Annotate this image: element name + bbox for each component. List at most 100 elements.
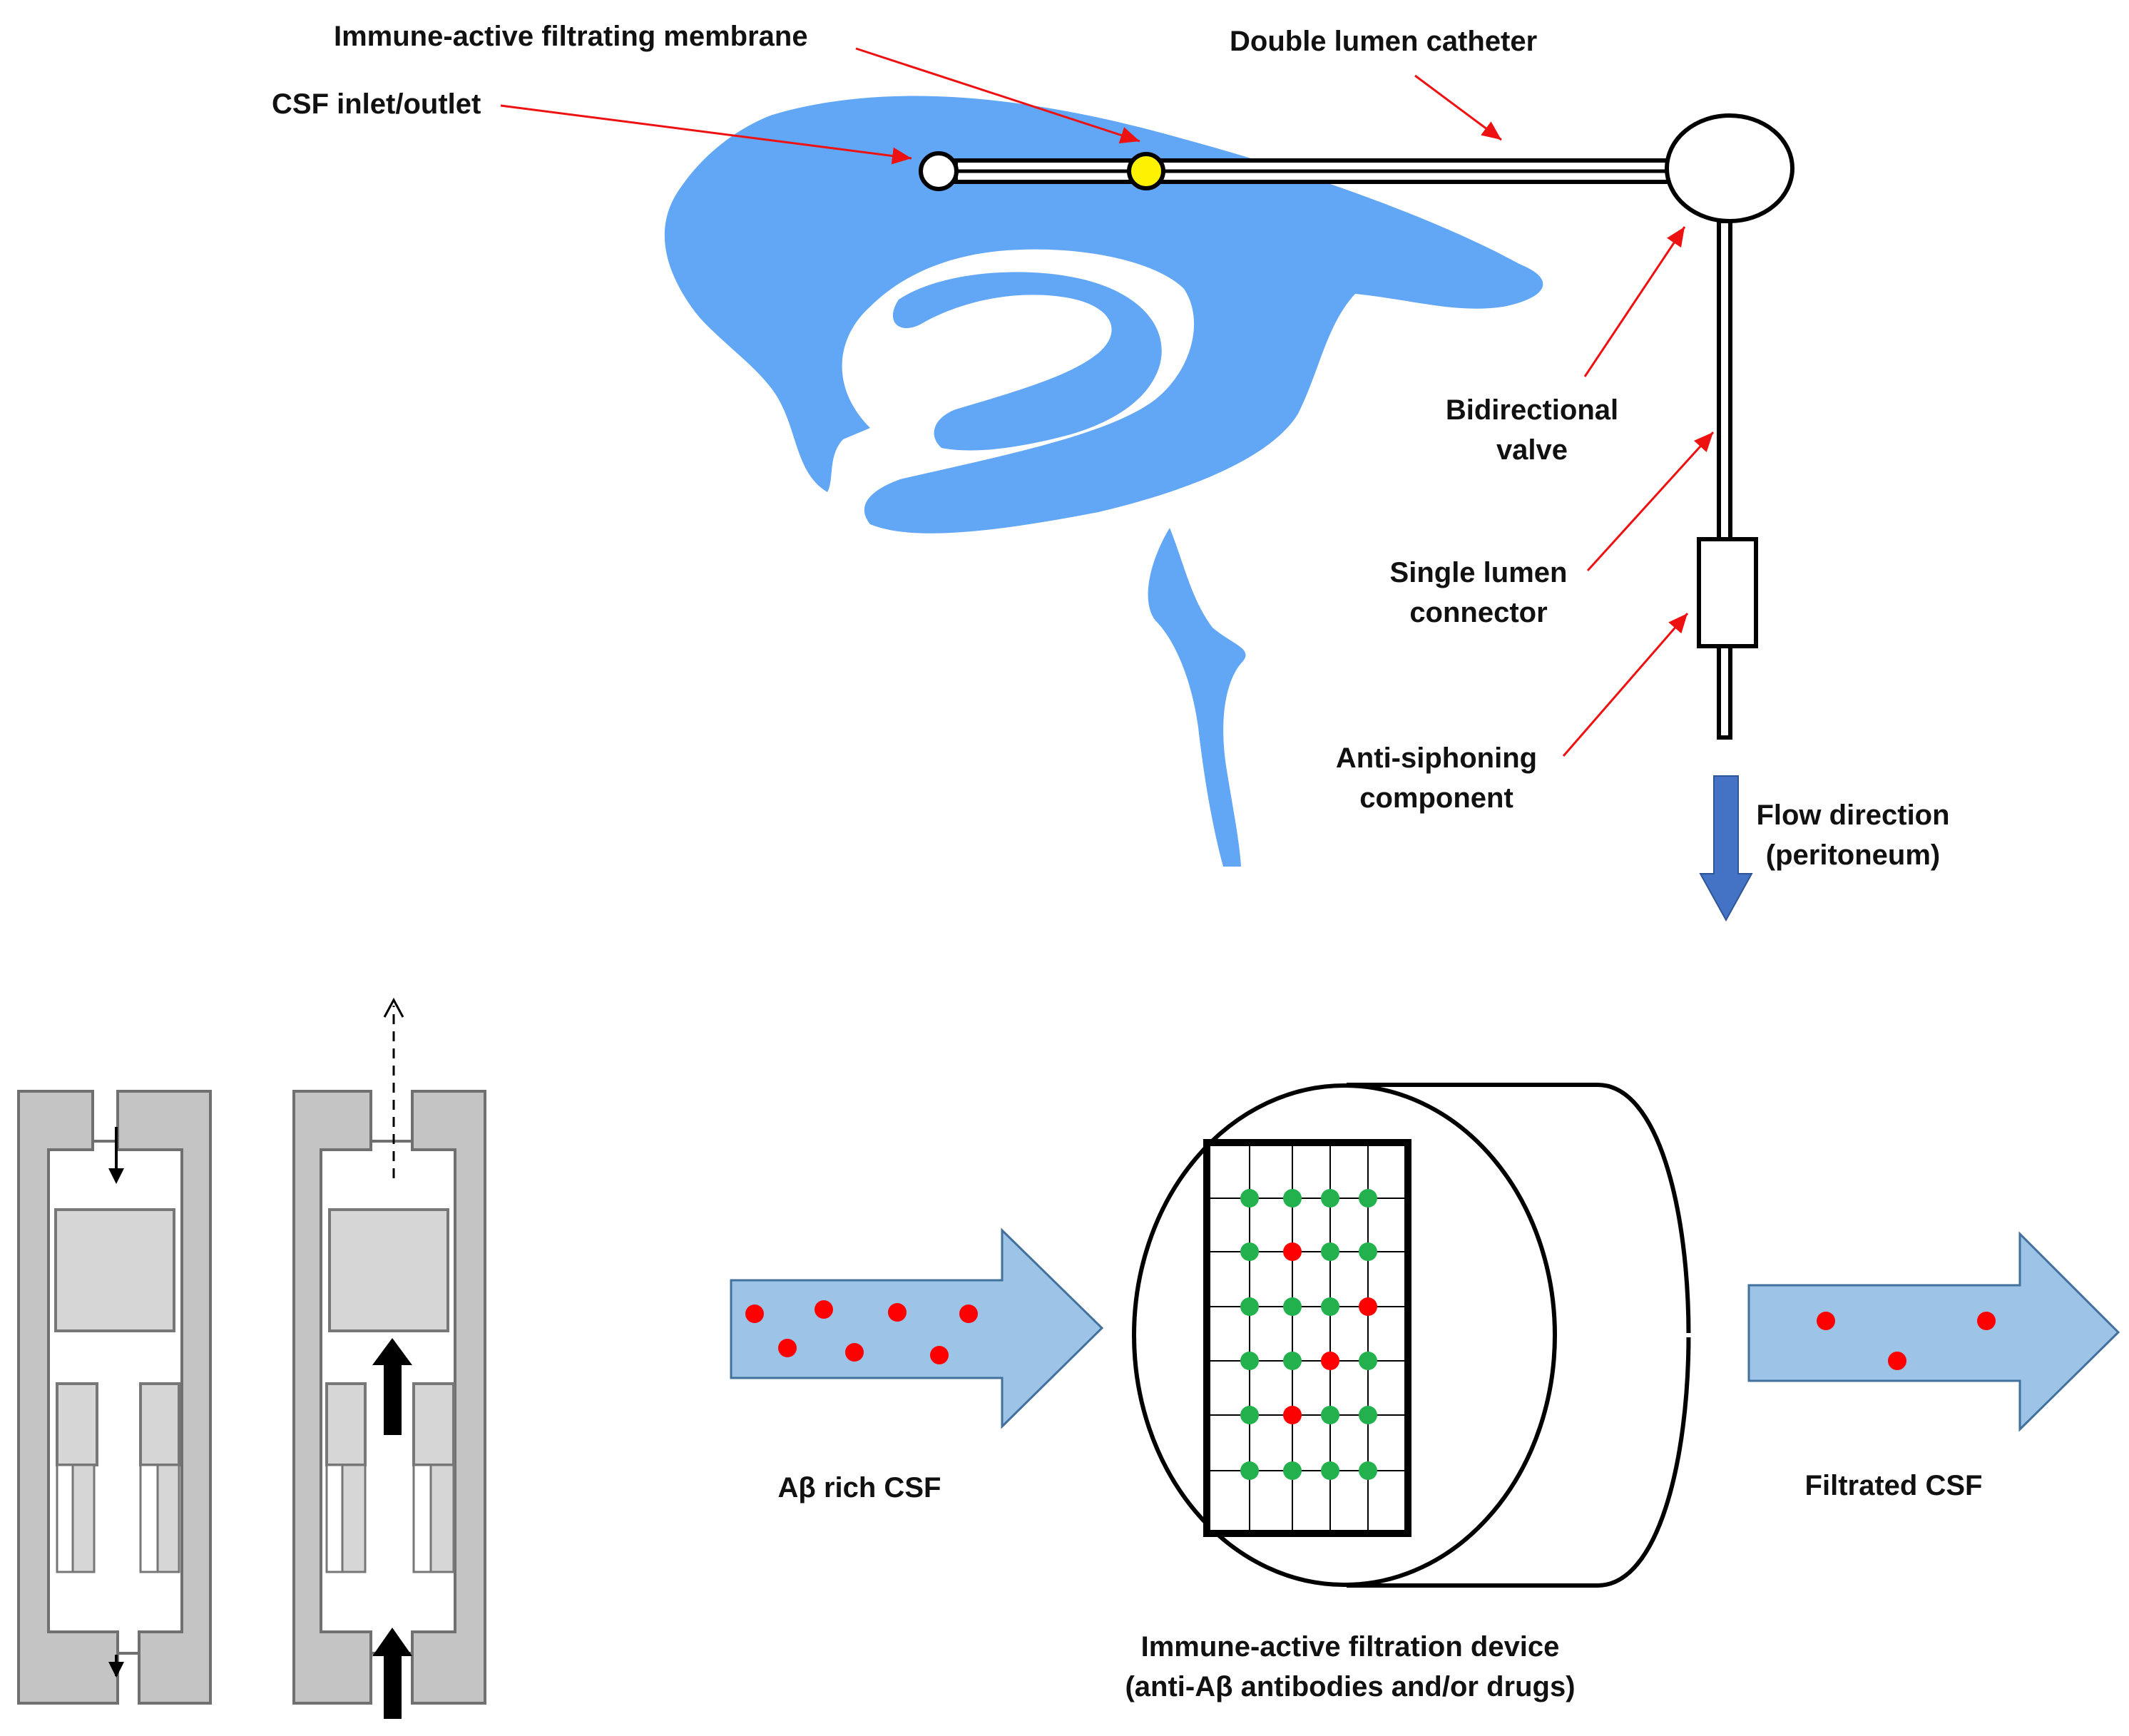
fourth-ventricle — [1148, 528, 1246, 867]
label-flow-2: (peritoneum) — [1766, 839, 1940, 871]
antibody-dot — [1240, 1406, 1259, 1424]
captured-abeta-dot — [1359, 1297, 1377, 1316]
device-back-arc — [1597, 1083, 1691, 1588]
flow-out-arrow-head — [108, 1662, 124, 1678]
antibody-dot — [1240, 1189, 1259, 1207]
pointer-catheter — [1414, 74, 1502, 141]
pointer-valve — [1583, 226, 1686, 377]
captured-abeta-dot — [1283, 1406, 1302, 1424]
bidirectional-valve — [1665, 113, 1794, 223]
abeta-particle — [930, 1346, 949, 1364]
valve-piston — [328, 1208, 449, 1332]
csf-inlet-port — [919, 151, 959, 191]
shunt-device — [919, 113, 1794, 922]
valve-slot-2 — [71, 1464, 96, 1573]
antibody-dot — [1283, 1352, 1302, 1370]
flow-in-arrow-head — [108, 1168, 124, 1184]
antibody-dot — [1321, 1406, 1339, 1424]
abeta-particles-out — [1817, 1312, 1996, 1370]
antibody-dot — [1359, 1189, 1377, 1207]
pointer-inlet — [500, 104, 912, 165]
antibody-dot — [1359, 1242, 1377, 1261]
abeta-particle — [778, 1339, 797, 1357]
antibody-dot — [1321, 1461, 1339, 1480]
antibody-dot — [1283, 1189, 1302, 1207]
label-membrane: Immune-active filtrating membrane — [334, 21, 808, 52]
valve-slot-3 — [412, 1464, 432, 1573]
antibody-dot — [1240, 1461, 1259, 1480]
valve-slot-4 — [156, 1464, 180, 1573]
abeta-particle — [1977, 1312, 1996, 1330]
single-lumen-tube — [1717, 219, 1732, 740]
antibody-dot — [1321, 1242, 1339, 1261]
antibody-dot — [1240, 1242, 1259, 1261]
reflux-dashed-arrow-head — [383, 997, 404, 1018]
abeta-particle — [1888, 1352, 1906, 1370]
lateral-ventricle — [664, 96, 1543, 533]
third-ventricle — [892, 272, 1162, 451]
label-valve-1: Bidirectional — [1446, 394, 1618, 426]
antibody-dot — [1283, 1461, 1302, 1480]
valve-slot-3 — [139, 1464, 159, 1573]
filter-frame — [1203, 1139, 1411, 1537]
valve-slot-1 — [56, 1464, 74, 1573]
valve-spring-left — [56, 1382, 98, 1466]
label-flow-1: Flow direction — [1756, 800, 1949, 831]
filtration-process: Aβ rich CSF Filtrated CSF Immune-active … — [730, 1083, 2120, 1702]
abeta-particle — [815, 1300, 833, 1319]
antibody-dot — [1359, 1352, 1377, 1370]
label-catheter: Double lumen catheter — [1230, 26, 1537, 57]
abeta-particle — [888, 1303, 907, 1322]
label-valve-2: valve — [1496, 434, 1568, 466]
filtration-device — [1132, 1083, 1697, 1588]
label-device-2: (anti-Aβ antibodies and/or drugs) — [1125, 1671, 1575, 1702]
label-antisiphon-1: Anti-siphoning — [1336, 742, 1537, 774]
antibody-dot — [1359, 1406, 1377, 1424]
abeta-particle — [745, 1304, 764, 1323]
valve-mechanism-open — [292, 997, 486, 1719]
valve-slot-2 — [341, 1464, 367, 1573]
captured-abeta-dot — [1283, 1242, 1302, 1261]
valve-slot-4 — [429, 1464, 455, 1573]
label-device-1: Immune-active filtration device — [1141, 1631, 1560, 1663]
valve-spring-left — [325, 1382, 367, 1466]
flow-direction-arrow — [1699, 775, 1753, 922]
label-connector-2: connector — [1409, 597, 1547, 628]
antibody-dot — [1283, 1297, 1302, 1316]
label-input: Aβ rich CSF — [778, 1472, 941, 1503]
filter-membrane-grid — [1203, 1139, 1411, 1537]
filtrated-csf-arrow — [1747, 1231, 2120, 1432]
pointer-antisiphon — [1562, 613, 1689, 757]
valve-piston — [54, 1208, 175, 1332]
antibody-dot — [1359, 1461, 1377, 1480]
label-pointers — [500, 47, 1715, 757]
captured-abeta-dot — [1321, 1352, 1339, 1370]
valve-spring-right — [412, 1382, 455, 1466]
label-output: Filtrated CSF — [1805, 1470, 1983, 1501]
push-arrow-lower — [372, 1628, 412, 1719]
abeta-particles-in — [745, 1300, 978, 1364]
label-connector-1: Single lumen — [1390, 557, 1568, 588]
label-antisiphon-2: component — [1359, 782, 1513, 814]
valve-housing — [292, 1090, 486, 1705]
shunt-labels: Immune-active filtrating membrane CSF in… — [272, 21, 1950, 871]
valve-spring-right — [139, 1382, 180, 1466]
push-arrow-upper — [372, 1338, 412, 1435]
pointer-membrane — [855, 47, 1140, 144]
antibody-dot — [1321, 1297, 1339, 1316]
pointer-connector — [1586, 431, 1715, 572]
antibody-dot — [1240, 1352, 1259, 1370]
abeta-particle — [959, 1304, 978, 1323]
valve-housing — [17, 1090, 212, 1705]
brain-ventricles-silhouette — [664, 96, 1543, 867]
filtrating-membrane — [1127, 152, 1165, 190]
abeta-particle — [845, 1343, 864, 1362]
abeta-rich-csf-arrow — [730, 1227, 1104, 1429]
valve-mechanism-closed — [17, 1090, 212, 1705]
anti-siphoning-component — [1697, 537, 1758, 648]
valve-slot-1 — [325, 1464, 344, 1573]
antibody-dot — [1321, 1189, 1339, 1207]
label-inlet: CSF inlet/outlet — [272, 88, 481, 120]
abeta-particle — [1817, 1312, 1835, 1330]
